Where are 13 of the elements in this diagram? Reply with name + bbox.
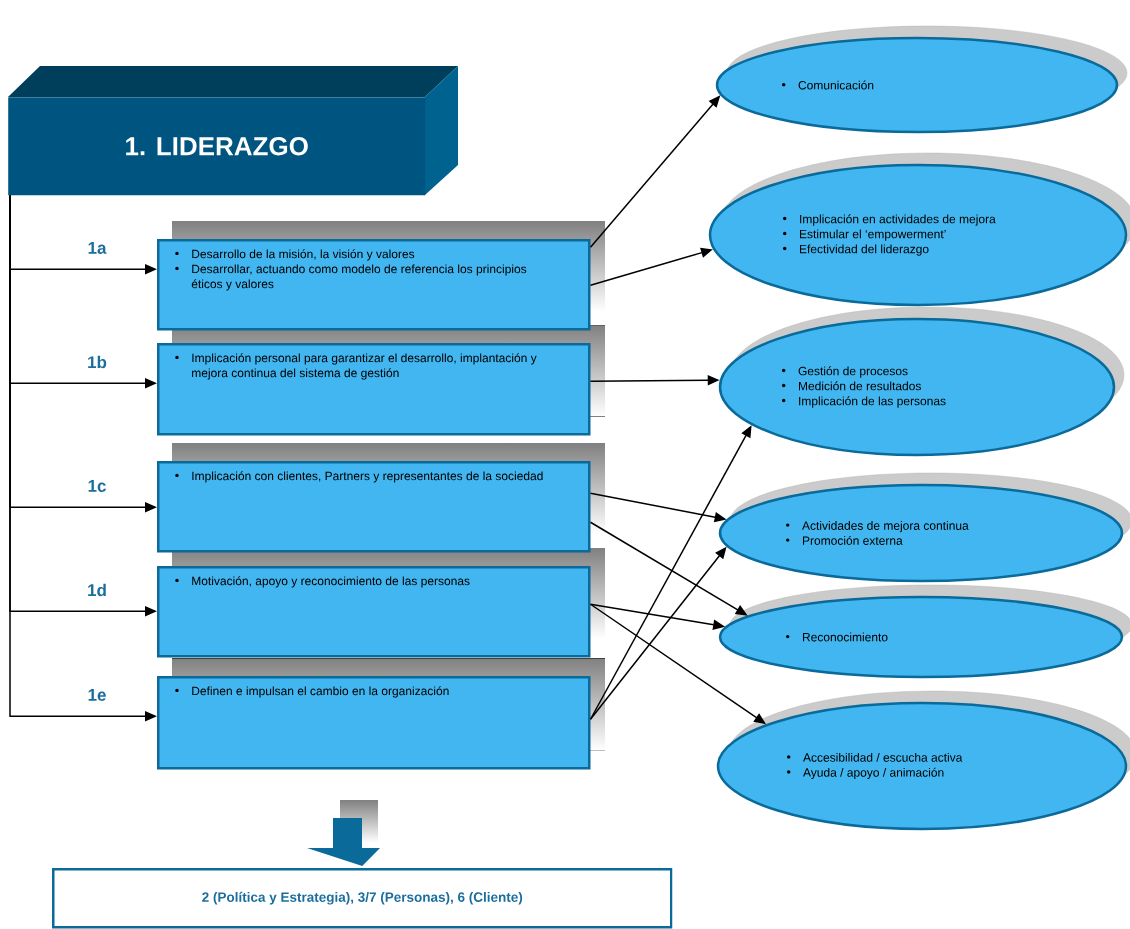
result-box: 2 (Política y Estrategia), 3/7 (Personas), 6 (Cliente) bbox=[52, 868, 673, 929]
text-box: Definen e impulsan el cambio en la organización bbox=[157, 676, 591, 770]
block-arrow bbox=[307, 818, 380, 866]
title-block: 1. LIDERAZGO bbox=[8, 66, 458, 196]
edge-label: 1c bbox=[88, 480, 106, 492]
text-box: Implicación con clientes, Partners y representantes de la sociedad bbox=[157, 461, 591, 553]
edge-label: 1a bbox=[88, 242, 107, 254]
edge-label: 1d bbox=[88, 583, 106, 597]
text-box: Desarrollo de la misión, la visión y valores Desarrollar, actuando como modelo de referencia los principios éticos y valores bbox=[157, 239, 591, 331]
text-box: Motivación, apoyo y reconocimiento de las personas bbox=[157, 566, 591, 658]
edge-label: 1b bbox=[88, 355, 107, 369]
text-box: Implicación personal para garantizar el desarrollo, implantación y mejora continua del sistema de gestión bbox=[157, 343, 591, 436]
edge-label: 1e bbox=[88, 689, 106, 701]
